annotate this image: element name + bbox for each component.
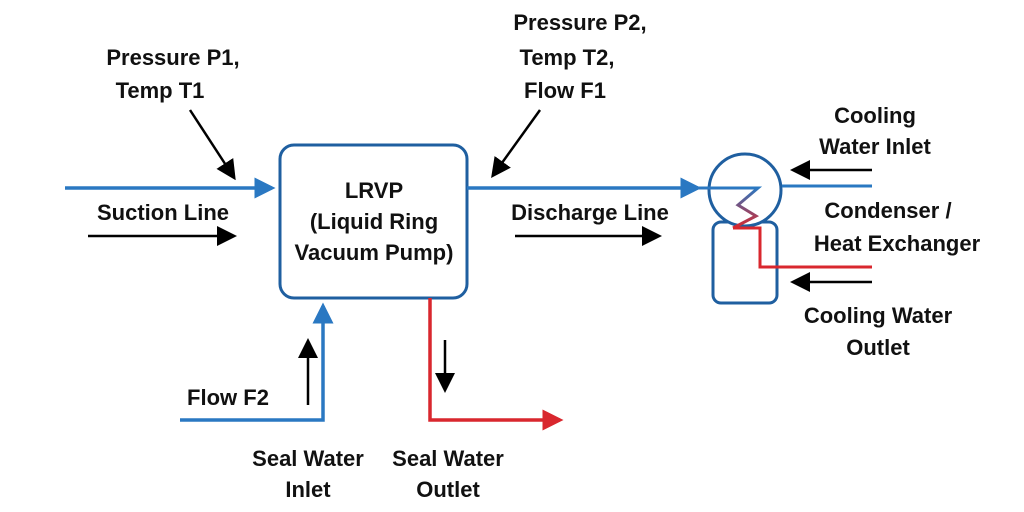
cw-outlet-label: Outlet <box>846 335 910 360</box>
p1-label: Pressure P1, <box>106 45 239 70</box>
cooling-water-outlet-line <box>733 226 872 269</box>
cw-outlet-label: Cooling Water <box>804 303 953 328</box>
pump-box <box>278 143 469 300</box>
cw-inlet-label: Water Inlet <box>819 134 931 159</box>
condenser-label: Condenser / <box>824 198 951 223</box>
pump-label: Vacuum Pump) <box>295 240 454 265</box>
discharge-line-label: Discharge Line <box>511 200 669 225</box>
cooling-water-inlet-line <box>698 186 763 230</box>
seal-water-inlet-line <box>180 302 334 422</box>
p2-label: Pressure P2, <box>513 10 646 35</box>
condenser-label: Heat Exchanger <box>814 231 981 256</box>
flow-f2-label: Flow F2 <box>187 385 269 410</box>
seal-inlet-label: Inlet <box>285 477 331 502</box>
seal-outlet-label: Seal Water <box>392 446 504 471</box>
suction-line-label: Suction Line <box>97 200 229 225</box>
condenser-tank <box>711 220 779 305</box>
cw-inlet-label: Cooling <box>834 103 916 128</box>
p2-label: Flow F1 <box>524 78 606 103</box>
p2-label: Temp T2, <box>520 45 615 70</box>
p2-pointer-arrow <box>491 109 542 179</box>
condenser-circle <box>707 152 783 228</box>
p1-label: Temp T1 <box>116 78 205 103</box>
seal-water-outlet-line <box>428 298 564 431</box>
pump-label: LRVP <box>345 178 403 203</box>
p1-pointer-arrow <box>188 109 236 181</box>
pump-label: (Liquid Ring <box>310 209 438 234</box>
seal-outlet-label: Outlet <box>416 477 480 502</box>
seal-inlet-label: Seal Water <box>252 446 364 471</box>
